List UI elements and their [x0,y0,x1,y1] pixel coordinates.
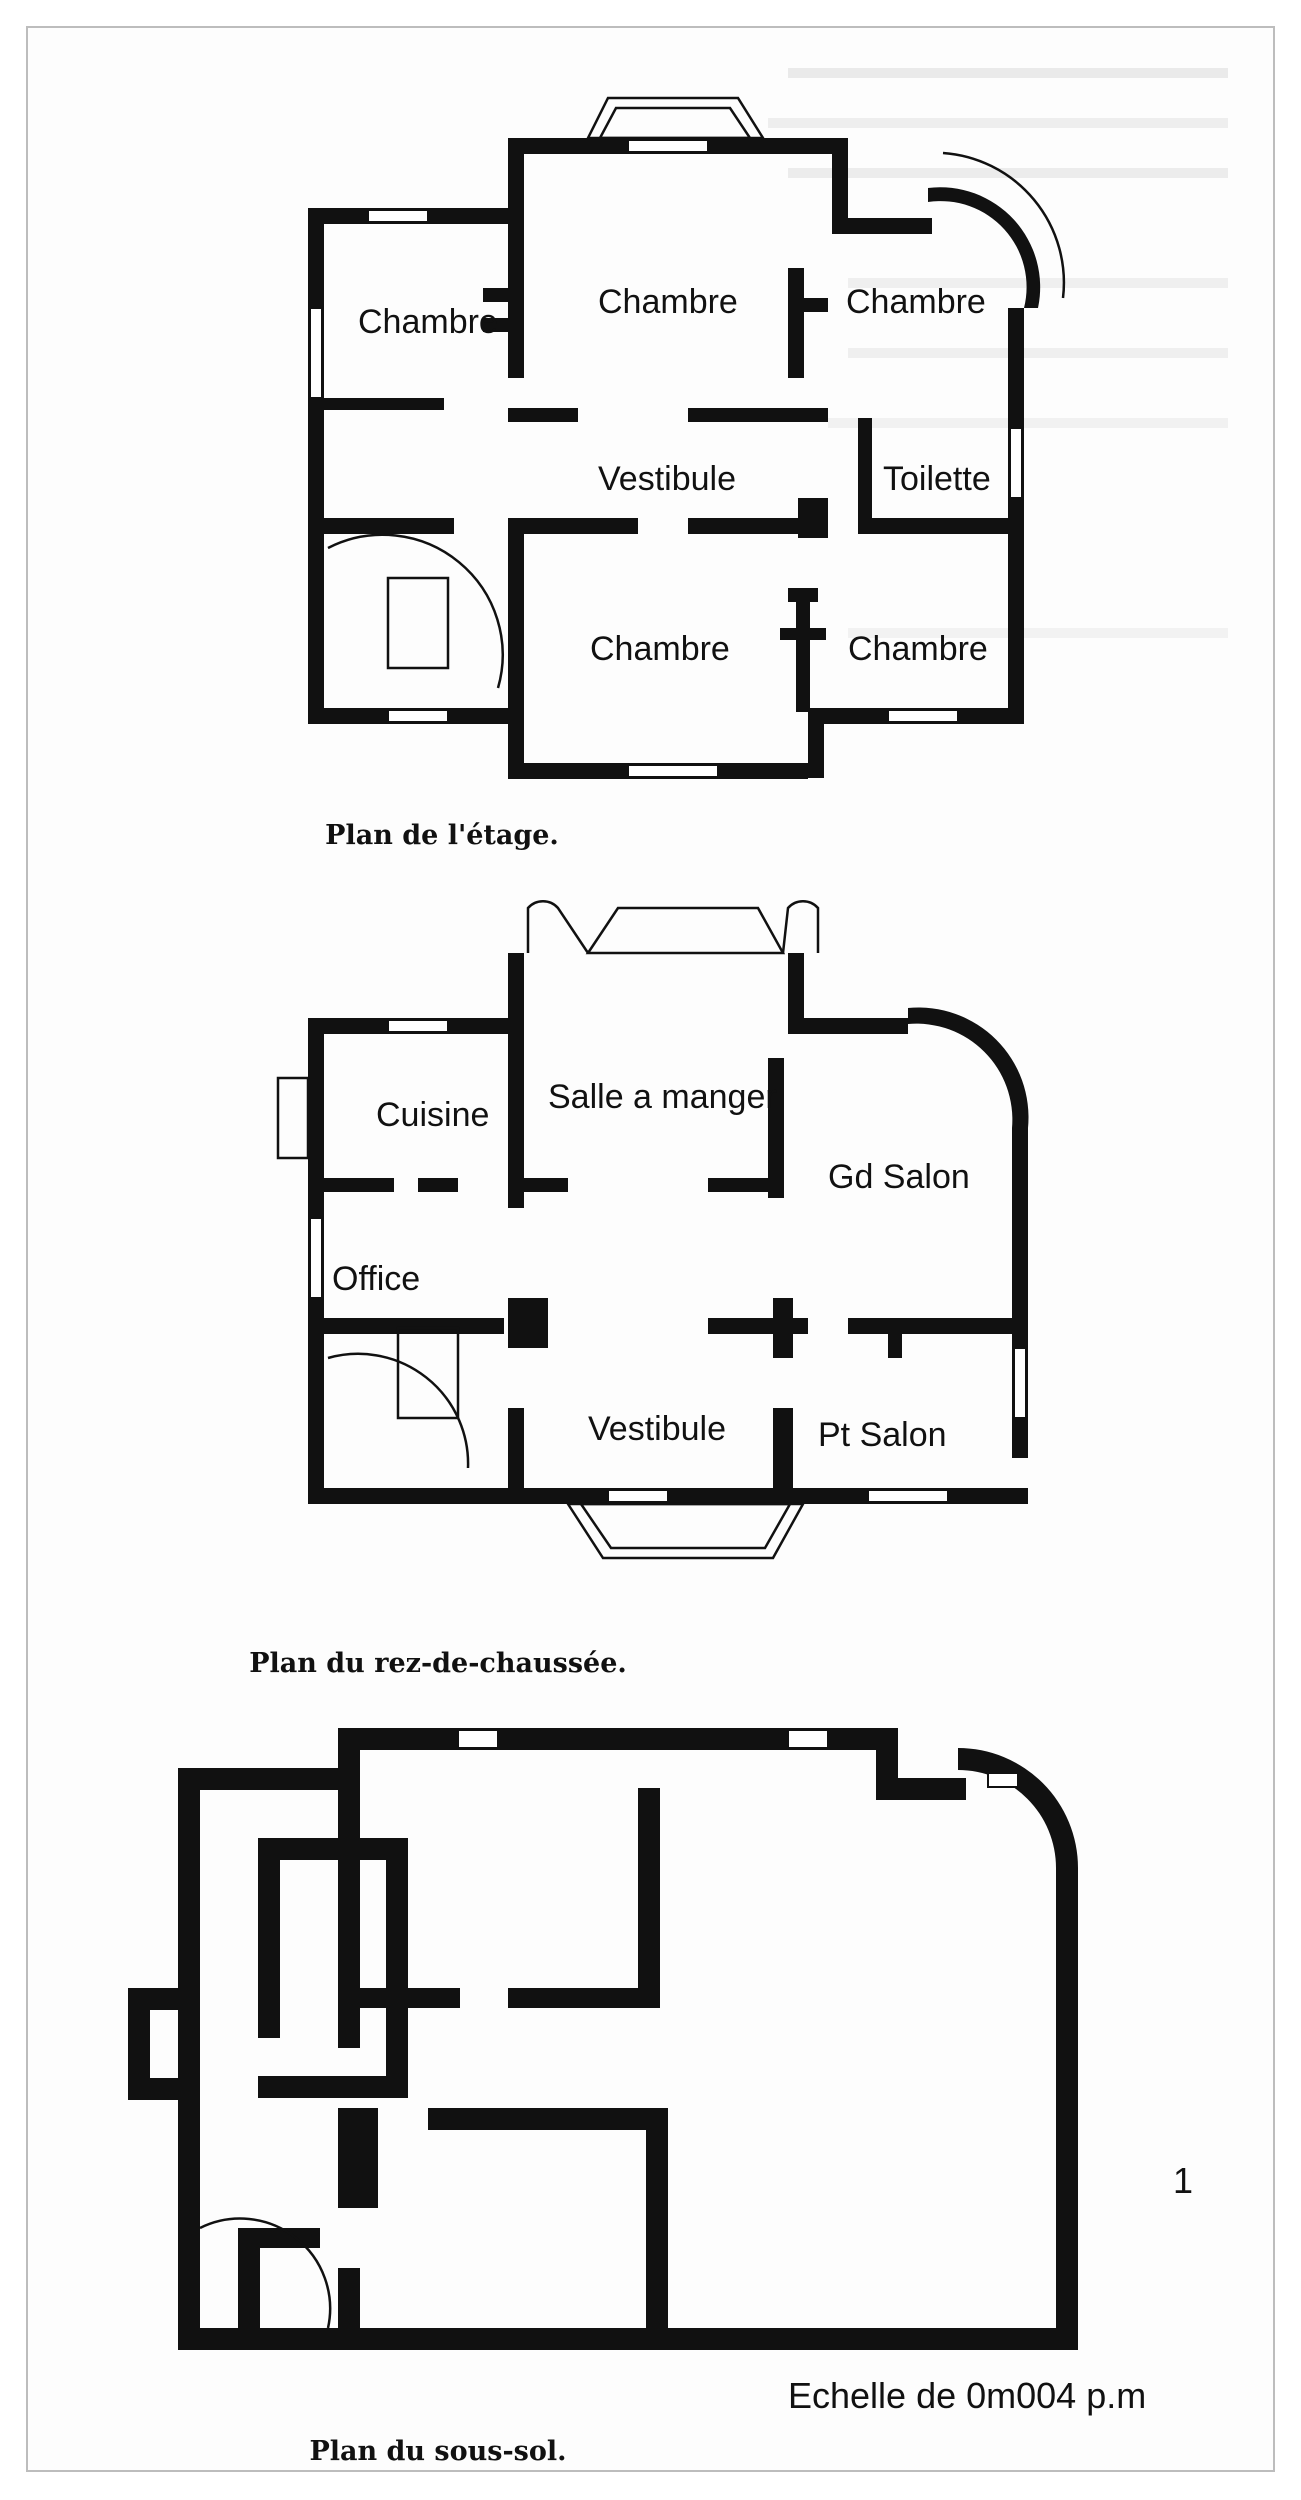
room-label: Pt Salon [818,1416,947,1454]
floor-plans-svg: Chambre Chambre Chambre Vestibule Toilet… [128,68,1228,2467]
room-label: Office [332,1260,420,1298]
room-label: Vestibule [598,460,736,498]
room-label: Salle a manger [548,1078,777,1116]
room-label: Chambre [848,630,988,668]
room-label: Gd Salon [828,1158,970,1196]
room-label: Cuisine [376,1096,489,1134]
room-label: Chambre [590,630,730,668]
drawing-sheet: Chambre Chambre Chambre Vestibule Toilet… [26,26,1275,2472]
scale-label: Echelle de 0m004 p.m [788,2375,1146,2416]
caption-upper-floor: Plan de l'étage. [325,820,559,851]
caption-basement: Plan du sous-sol. [309,2436,566,2467]
plan-ground-floor [276,899,1029,1560]
room-label: Vestibule [588,1410,726,1448]
room-label: Chambre [358,303,498,341]
room-label: Chambre [846,283,986,321]
plan-upper-floor [308,96,1066,779]
plan-basement [128,1728,1078,2350]
room-label: Toilette [883,460,991,498]
margin-note: 1 [1173,2160,1193,2201]
caption-ground-floor: Plan du rez-de-chaussée. [249,1648,627,1679]
room-label: Chambre [598,283,738,321]
